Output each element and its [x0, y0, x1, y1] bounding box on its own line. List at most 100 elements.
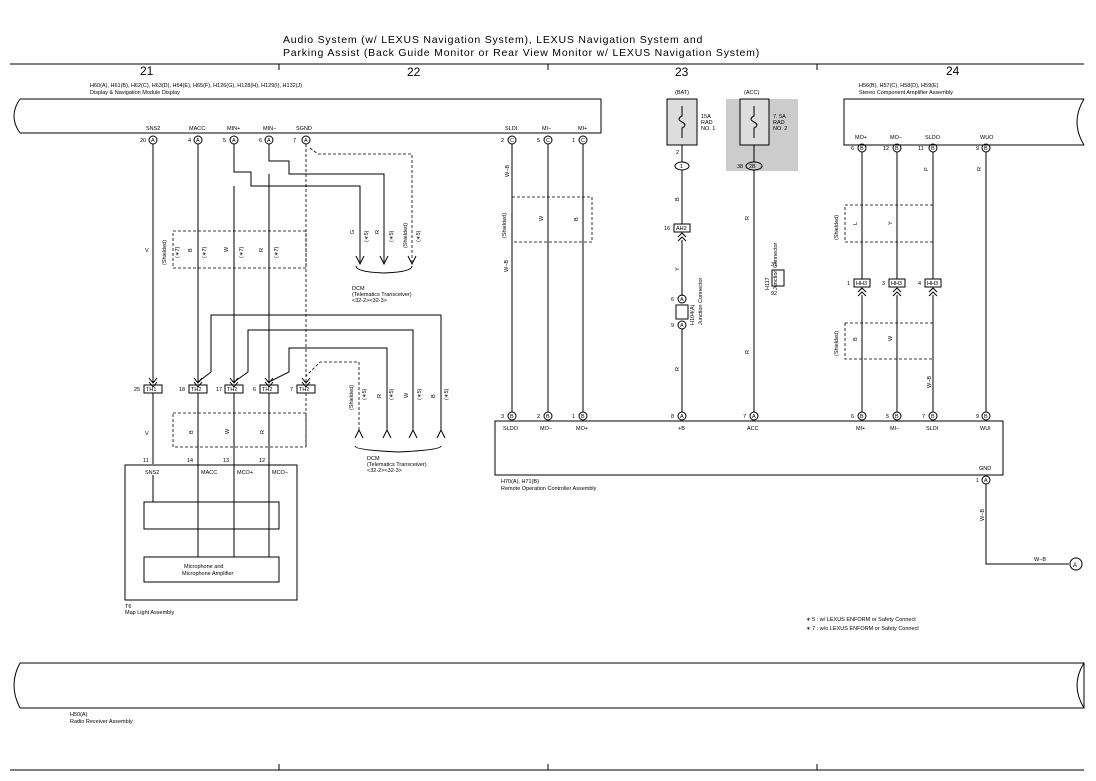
fuse-rad2-icon	[750, 106, 758, 138]
svg-text:38: 38	[737, 164, 743, 170]
svg-text:DCM: DCM	[367, 456, 380, 462]
th-connectors: TH1 25 TH2 18 TH2 17 TH2 6 TH2 7	[134, 377, 316, 394]
stereo-amp-box	[843, 98, 1085, 146]
svg-text:(∗5): (∗5)	[417, 389, 423, 400]
svg-text:16: 16	[664, 226, 670, 232]
dcm-label-upper: DCM (Telematics Transceiver) <32-2><32-3…	[352, 286, 412, 304]
fuse-rad1-icon	[678, 106, 686, 138]
svg-text:B: B	[931, 414, 935, 420]
display-pin-sns2: SNS2 20 A	[140, 126, 160, 145]
svg-text:7: 7	[743, 414, 746, 420]
mark-7: (∗7)	[175, 247, 181, 258]
svg-text:A: A	[196, 138, 200, 144]
map-light-box	[124, 464, 298, 601]
fuse-rad2-label: 7. 5A	[773, 114, 786, 120]
footnote: ∗ 5 : w/ LEXUS ENFORM or Safety Connect	[806, 617, 916, 623]
display-module-name: Display & Navigation Module Display	[90, 90, 180, 96]
svg-text:2: 2	[537, 414, 540, 420]
fuse-bat-source: (BAT)	[675, 90, 689, 96]
svg-text:SLDO: SLDO	[925, 135, 941, 141]
svg-text:<32-2><32-3>: <32-2><32-3>	[352, 298, 387, 304]
svg-text:GND: GND	[979, 466, 991, 472]
svg-text:MIN+: MIN+	[227, 126, 240, 132]
svg-text:TH2: TH2	[262, 387, 272, 393]
svg-text:18: 18	[179, 387, 185, 393]
svg-text:A: A	[680, 297, 684, 303]
svg-text:W−B: W−B	[1034, 557, 1046, 563]
fuse-rad2-label: NO. 2	[773, 126, 787, 132]
microphone-amplifier-box	[143, 556, 280, 583]
svg-text:TH2: TH2	[299, 387, 309, 393]
svg-text:WUO: WUO	[980, 135, 994, 141]
svg-text:A: A	[232, 138, 236, 144]
svg-text:9: 9	[671, 323, 674, 329]
svg-text:6: 6	[671, 297, 674, 303]
display-module-codes: H60(A), H61(B), H62(C), H63(D), H64(E), …	[90, 83, 302, 89]
svg-text:HH3: HH3	[927, 281, 938, 287]
radio-receiver-box	[13, 662, 1085, 709]
svg-text:5: 5	[537, 138, 540, 144]
svg-text:TH1: TH1	[146, 387, 156, 393]
amp-pin-wuo: WUO 9 B	[976, 135, 994, 153]
fuse-rad1-label: 15A	[701, 114, 711, 120]
svg-text:6: 6	[851, 414, 854, 420]
radio-name: Radio Receiver Assembly	[70, 719, 133, 725]
svg-text:MIN−: MIN−	[263, 126, 276, 132]
svg-text:7: 7	[293, 138, 296, 144]
svg-text:9: 9	[976, 146, 979, 152]
svg-text:R: R	[377, 394, 383, 398]
svg-text:DCM: DCM	[352, 286, 365, 292]
svg-text:Junction Connector: Junction Connector	[773, 242, 779, 290]
roc-pins: 3 B SLDO 2 B MO− 1 B MO+ 8 A +B 7 A ACC …	[501, 411, 991, 472]
display-pin-mi-minus: MI− 5 C	[537, 126, 553, 145]
svg-text:(Telematics Transceiver): (Telematics Transceiver)	[352, 292, 412, 298]
svg-text:1: 1	[847, 281, 850, 287]
bat-wire: 2 1 B AH2 16 Y A 6 A 9 H104(A) Junction …	[664, 145, 704, 412]
svg-text:SNS2: SNS2	[146, 126, 160, 132]
svg-text:W: W	[888, 335, 894, 341]
svg-text:12: 12	[883, 146, 889, 152]
svg-text:(Shielded): (Shielded)	[403, 223, 409, 248]
svg-text:W−B: W−B	[927, 376, 933, 388]
sns2-wire: V	[145, 144, 154, 382]
map-light-code: T6	[125, 604, 131, 610]
svg-text:MI+: MI+	[856, 426, 865, 432]
svg-text:WUI: WUI	[980, 426, 991, 432]
svg-text:P: P	[924, 167, 930, 171]
column-number: 23	[675, 65, 689, 79]
svg-text:MO+: MO+	[855, 135, 867, 141]
svg-text:R: R	[977, 167, 983, 171]
stereo-amp-name: Stereo Component Amplifier Assembly	[859, 90, 953, 96]
svg-text:(Shielded): (Shielded)	[502, 213, 508, 238]
svg-text:6: 6	[259, 138, 262, 144]
shield-box	[172, 230, 307, 269]
svg-text:W: W	[225, 428, 231, 434]
svg-text:A: A	[984, 478, 988, 484]
svg-text:L: L	[853, 222, 859, 225]
svg-text:(∗5): (∗5)	[389, 231, 395, 242]
svg-text:R: R	[260, 430, 266, 434]
svg-text:MCO−: MCO−	[272, 470, 288, 476]
display-pin-min-plus: MIN+ 5 A	[223, 126, 240, 145]
svg-text:B: B	[510, 414, 514, 420]
svg-text:W−B: W−B	[505, 165, 511, 177]
svg-text:3: 3	[501, 414, 504, 420]
svg-text:13: 13	[223, 458, 229, 464]
svg-text:B: B	[431, 394, 437, 398]
sgnd-wire	[305, 144, 413, 382]
svg-text:31: 31	[771, 262, 777, 268]
svg-text:B: B	[189, 430, 195, 434]
min-plus-wire	[233, 144, 361, 382]
shield-box	[511, 196, 593, 243]
microphone-amplifier-label: Microphone and	[184, 564, 223, 570]
svg-text:R: R	[675, 367, 681, 371]
svg-text:A: A	[267, 138, 271, 144]
mark-7: (∗7)	[239, 247, 245, 258]
svg-text:MCO+: MCO+	[237, 470, 253, 476]
svg-text:AH2: AH2	[676, 226, 687, 232]
svg-text:B: B	[581, 414, 585, 420]
svg-text:7: 7	[922, 414, 925, 420]
svg-text:7: 7	[290, 387, 293, 393]
svg-text:SNS2: SNS2	[145, 470, 159, 476]
